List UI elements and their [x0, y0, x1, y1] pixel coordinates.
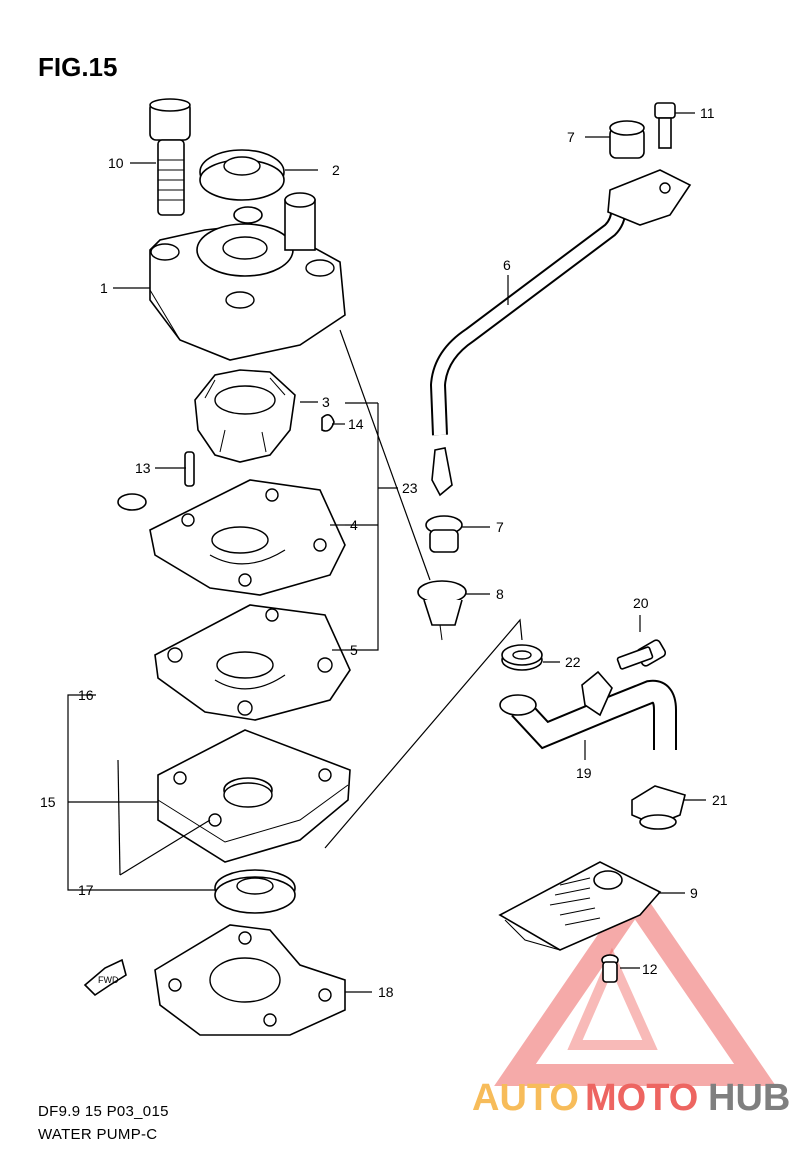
- callout-16: 16: [78, 687, 94, 703]
- part-5-gasket: [154, 604, 351, 721]
- callout-18: 18: [378, 984, 394, 1000]
- part-12-screw: [601, 954, 619, 983]
- callout-7-top: 7: [567, 129, 575, 145]
- callout-labels: 1 2 3 4 5 6 7 7 8 9 10 11 12 13 14 15 16…: [40, 105, 728, 1000]
- logo-text-auto: AUTO: [472, 1077, 579, 1119]
- leader-lines: [67, 112, 706, 993]
- callout-20: 20: [633, 595, 649, 611]
- part-11-screw: [654, 102, 676, 149]
- part-6-water-tube: [429, 169, 692, 497]
- figure-name: WATER PUMP-C: [38, 1126, 158, 1143]
- callout-1: 1: [100, 280, 108, 296]
- callout-6: 6: [503, 257, 511, 273]
- callout-17: 17: [78, 882, 94, 898]
- part-19-pipe: [499, 670, 677, 750]
- callout-19: 19: [576, 765, 592, 781]
- callout-21: 21: [712, 792, 728, 808]
- callout-7-mid: 7: [496, 519, 504, 535]
- part-3-impeller: [194, 369, 296, 463]
- callout-10: 10: [108, 155, 124, 171]
- part-7-grommet-mid: [425, 515, 463, 553]
- callout-14: 14: [348, 416, 364, 432]
- fwd-label: FWD: [98, 975, 119, 985]
- callout-12: 12: [642, 961, 658, 977]
- callout-9: 9: [690, 885, 698, 901]
- callout-23: 23: [402, 480, 418, 496]
- figure-code: DF9.9 15 P03_015: [38, 1103, 169, 1120]
- callout-8: 8: [496, 586, 504, 602]
- callout-15: 15: [40, 794, 56, 810]
- callout-13: 13: [135, 460, 151, 476]
- automotohub-logo: AUTO MOTO HUB: [472, 880, 790, 1119]
- part-20-bolt: [616, 639, 667, 670]
- part-15-lower-plate: [157, 729, 351, 863]
- callout-2: 2: [332, 162, 340, 178]
- part-1-pump-case: [149, 192, 346, 361]
- part-16-tube: [100, 493, 147, 746]
- part-13-pin: [184, 451, 195, 487]
- part-9-cover-plate: [498, 861, 662, 951]
- callout-3: 3: [322, 394, 330, 410]
- part-18-gasket: [154, 924, 346, 1036]
- part-10-bolt: [149, 98, 191, 216]
- part-21-grommet: [631, 785, 686, 830]
- part-14-key: [321, 414, 335, 432]
- part-2-seal: [199, 149, 285, 201]
- callout-22: 22: [565, 654, 581, 670]
- callout-5: 5: [350, 642, 358, 658]
- part-4-plate: [149, 479, 346, 596]
- logo-text-hub: HUB: [708, 1077, 790, 1119]
- part-7-grommet-top: [609, 120, 645, 159]
- callout-11: 11: [700, 105, 715, 121]
- part-8-grommet: [417, 580, 467, 641]
- logo-text-moto: MOTO: [585, 1077, 698, 1119]
- part-17-seal: [214, 869, 296, 914]
- callout-4: 4: [350, 517, 358, 533]
- fwd-arrow-icon: FWD: [83, 958, 127, 997]
- part-22-ring: [501, 644, 543, 671]
- figure-title: FIG.15: [38, 52, 118, 82]
